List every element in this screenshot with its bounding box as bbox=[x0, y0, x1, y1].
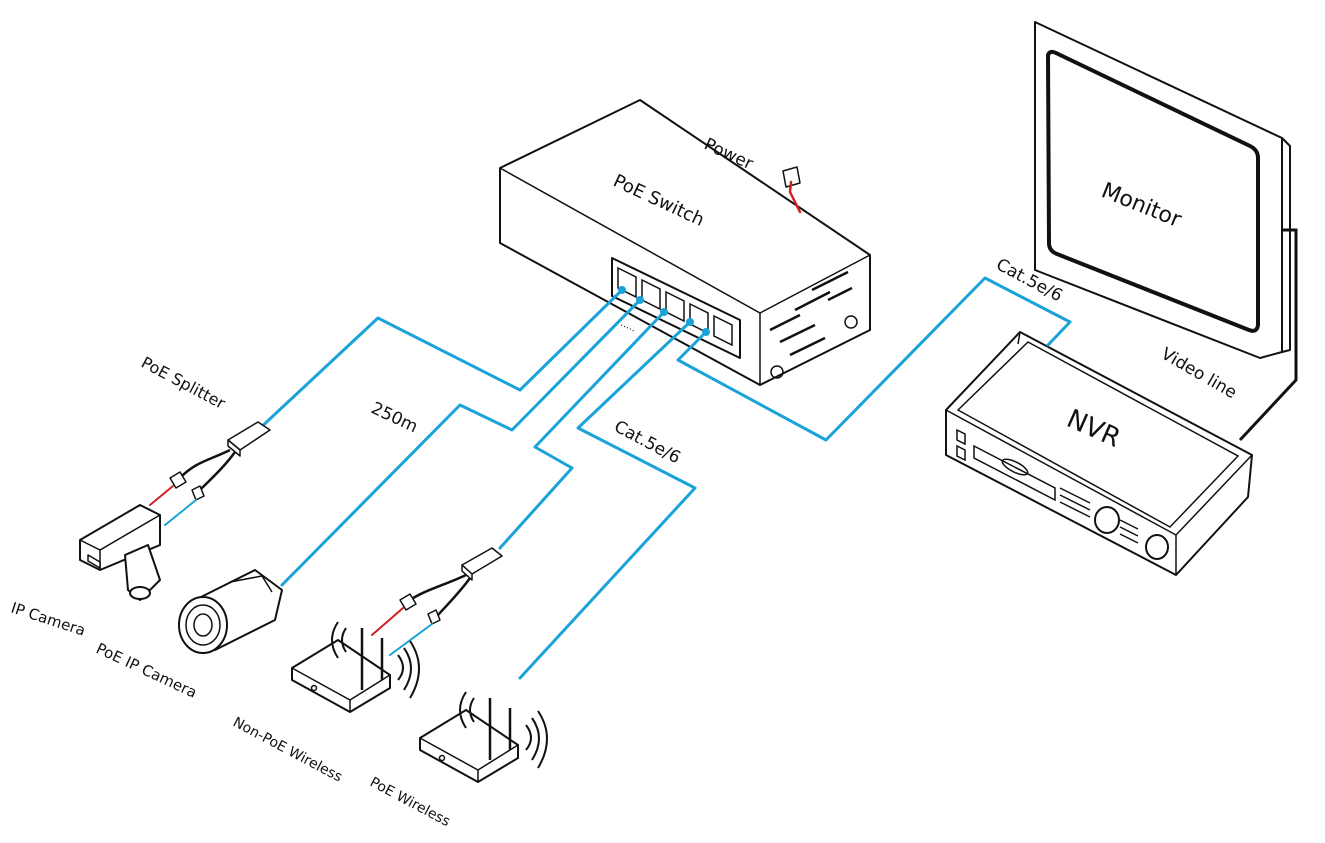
power-wire bbox=[788, 180, 802, 214]
non-poe-wireless-label: Non-PoE Wireless bbox=[230, 714, 345, 785]
cable-to-poe-wireless bbox=[518, 320, 697, 680]
poe-wireless-ap bbox=[419, 691, 548, 783]
distance-label: 250m bbox=[368, 398, 421, 437]
ip-camera-label: IP Camera bbox=[9, 599, 88, 640]
poe-splitter-camera bbox=[149, 421, 271, 526]
poe-splitter-label: PoE Splitter bbox=[138, 353, 229, 413]
port-plugs bbox=[618, 286, 710, 336]
cable-to-poe-ip-camera bbox=[280, 298, 642, 587]
poe-ip-camera-label: PoE IP Camera bbox=[93, 639, 199, 701]
non-poe-wireless-ap bbox=[291, 621, 420, 713]
nvr-buttons bbox=[1059, 487, 1139, 544]
cable-to-non-poe-wireless bbox=[498, 310, 666, 550]
nvr: NVR bbox=[945, 331, 1253, 576]
poe-switch: ..... PoE Switch bbox=[499, 99, 871, 386]
video-line-label: Video line bbox=[1158, 344, 1241, 403]
poe-splitter-wireless bbox=[371, 547, 503, 656]
cable-to-ip-camera bbox=[256, 288, 624, 432]
ip-camera bbox=[79, 504, 161, 601]
monitor: Monitor bbox=[1034, 21, 1298, 442]
cable-to-nvr bbox=[676, 276, 1072, 442]
switch-vents bbox=[769, 270, 853, 357]
poe-ip-camera bbox=[178, 569, 283, 654]
cables bbox=[256, 276, 1072, 680]
cat-label-main: Cat.5e/6 bbox=[611, 417, 684, 469]
poe-wireless-label: PoE Wireless bbox=[367, 774, 453, 830]
